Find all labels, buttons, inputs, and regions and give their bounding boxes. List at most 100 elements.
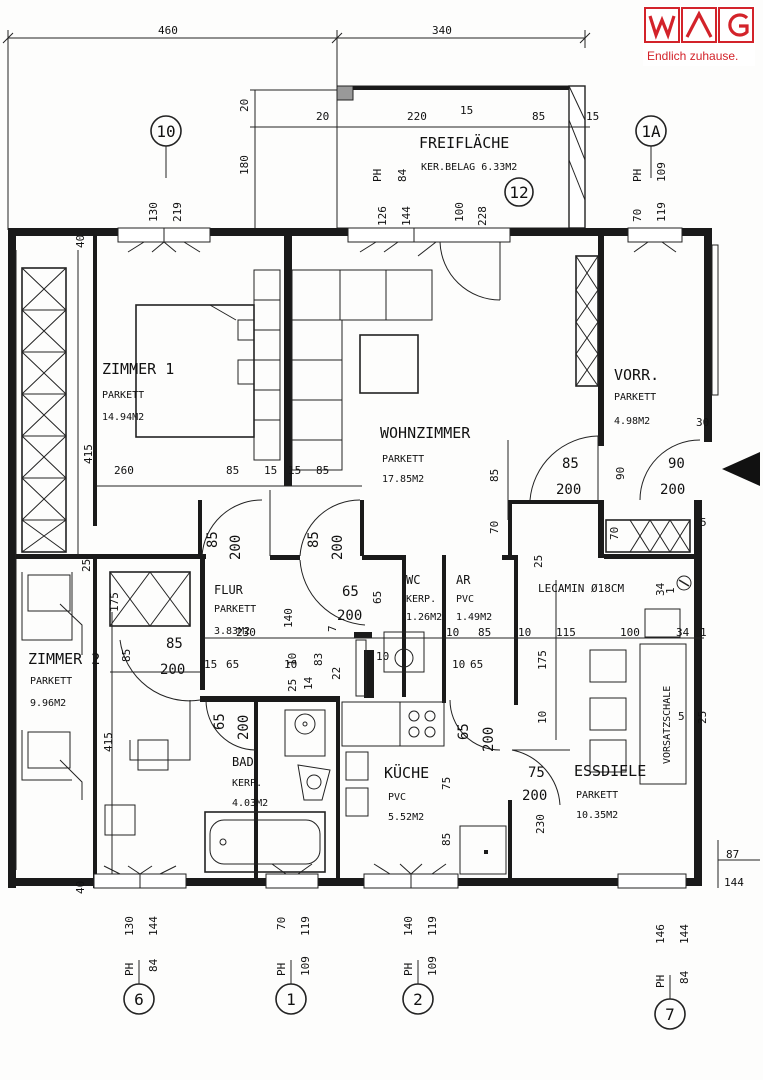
dim-340: 340 — [432, 24, 452, 37]
win-h-144: 144 — [400, 206, 413, 226]
door6-width: 65 — [342, 584, 359, 600]
dim-15-a: 15 — [264, 464, 277, 477]
door1-height: 200 — [228, 535, 244, 560]
room-zimmer1: ZIMMER 1 PARKETT 14.94M2 — [102, 360, 174, 423]
win-h-119: 119 — [655, 202, 668, 222]
dim-10-g: 10 — [536, 711, 549, 724]
dim-65-a: 65 — [371, 591, 384, 604]
dim-85-b: 85 — [316, 464, 329, 477]
dim-40-bottom: 40 — [74, 881, 87, 894]
flur-area: 3.83M2 — [214, 626, 250, 637]
win-h-228: 228 — [476, 206, 489, 226]
dim-34-a: 34 — [654, 582, 667, 596]
dim-25-b: 25 — [532, 555, 545, 568]
room-ar: AR PVC 1.49M2 — [456, 573, 492, 623]
brand-logo: Endlich zuhause. — [643, 6, 755, 66]
kueche-name: KÜCHE — [384, 763, 429, 782]
lecamin-label: LECAMIN Ø18CM — [538, 582, 624, 595]
vorr-area: 4.98M2 — [614, 416, 650, 427]
dim-83: 83 — [312, 653, 325, 666]
balcony: 20 220 15 85 15 20 180 FREIFLÄCHE KER.BE… — [238, 85, 599, 230]
win-ph-a: PH — [371, 169, 384, 182]
dim-90: 90 — [614, 467, 627, 480]
dim-10-f: 10 — [452, 658, 465, 671]
top-window-heights: 130 219 PH 84 126 144 100 228 PH 109 70 … — [147, 162, 668, 226]
zimmer2-area: 9.96M2 — [30, 698, 66, 709]
ar-area: 1.49M2 — [456, 612, 492, 623]
vorr-name: VORR. — [614, 366, 659, 384]
dim-100: 100 — [620, 626, 640, 639]
win-h-100: 100 — [453, 202, 466, 222]
dim-85: 85 — [532, 110, 545, 123]
wc-floor: KERP. — [406, 594, 436, 605]
w6-ph: PH — [123, 963, 136, 976]
w2-ph: PH — [402, 963, 415, 976]
axis-7: 7 — [665, 1005, 675, 1024]
dim-415-bottom: 415 — [102, 732, 115, 752]
dim-75: 75 — [440, 777, 453, 790]
w6-c: 84 — [147, 958, 160, 972]
dim-115: 115 — [556, 626, 576, 639]
dim-140: 140 — [282, 608, 295, 628]
door2-height: 200 — [330, 535, 346, 560]
dim-70-a: 70 — [488, 521, 501, 534]
dim-65-c: 65 — [470, 658, 483, 671]
flur-name: FLUR — [214, 583, 244, 597]
wag-logo-icon: Endlich zuhause. — [644, 7, 754, 63]
room-kueche: KÜCHE PVC 5.52M2 — [384, 763, 429, 823]
zimmer2-name: ZIMMER 2 — [28, 650, 100, 668]
axis-markers: 10 1A 12 6 1 2 7 — [123, 115, 686, 1030]
dim-1-b: 1 — [700, 626, 707, 639]
wohnzimmer-name: WOHNZIMMER — [380, 424, 471, 442]
room-bad: BAD KERP. 4.03M2 — [232, 755, 268, 809]
dim-25-c: 25 — [286, 679, 299, 692]
w1-c: 109 — [299, 956, 312, 976]
entrance-arrow-icon — [722, 452, 760, 486]
bad-name: BAD — [232, 755, 254, 769]
dim-87: 87 — [726, 848, 739, 861]
dim-15-c: 15 — [204, 658, 217, 671]
kueche-floor: PVC — [388, 792, 406, 803]
furniture — [21, 255, 692, 875]
door9-width: 65 — [212, 713, 228, 730]
dim-415-top: 415 — [82, 444, 95, 464]
door2-width: 85 — [306, 531, 322, 548]
doors: 85 200 85 200 85 200 90 200 85 200 65 20… — [119, 435, 701, 806]
room-flur: FLUR PARKETT 3.83M2 — [214, 583, 256, 637]
door1-width: 85 — [205, 531, 221, 548]
vorsatzschale-label: VORSATZSCHALE — [662, 686, 673, 764]
door3-height: 200 — [556, 482, 581, 498]
dim-460: 460 — [158, 24, 178, 37]
dim-10-c: 10 — [446, 626, 459, 639]
dim-25-d: 25 — [696, 711, 709, 724]
w1-a: 70 — [275, 917, 288, 930]
win-ph-b: PH — [631, 169, 644, 182]
w7-a: 146 — [654, 924, 667, 944]
window-bad — [265, 863, 319, 889]
door4-width: 90 — [668, 456, 685, 472]
dim-20b: 20 — [238, 99, 251, 112]
dim-10-e: 10 — [284, 658, 297, 671]
w2-b: 119 — [426, 916, 439, 936]
door3-width: 85 — [562, 456, 579, 472]
brand-tagline: Endlich zuhause. — [647, 49, 738, 63]
room-vorraum: VORR. PARKETT 4.98M2 — [614, 366, 659, 427]
door6-height: 200 — [337, 608, 362, 624]
room-essdiele: ESSDIELE PARKETT 10.35M2 — [574, 762, 646, 821]
dim-5-a: 5 — [700, 516, 707, 529]
outer-walls — [8, 228, 719, 888]
door5-width: 85 — [166, 636, 183, 652]
dim-260: 260 — [114, 464, 134, 477]
window-vorraum — [627, 227, 683, 253]
win-h-219: 219 — [171, 202, 184, 222]
windows-bottom: 130 144 PH 84 70 119 PH 109 140 119 PH 1… — [93, 863, 691, 988]
win-h-130: 130 — [147, 202, 160, 222]
essdiele-floor: PARKETT — [576, 790, 618, 801]
door10-width: 75 — [528, 765, 545, 781]
win-h-70: 70 — [631, 209, 644, 222]
dim-22: 22 — [330, 667, 343, 680]
dim-65-b: 65 — [226, 658, 239, 671]
w6-a: 130 — [123, 916, 136, 936]
dim-175-a: 175 — [108, 592, 121, 612]
dim-144: 144 — [724, 876, 744, 889]
